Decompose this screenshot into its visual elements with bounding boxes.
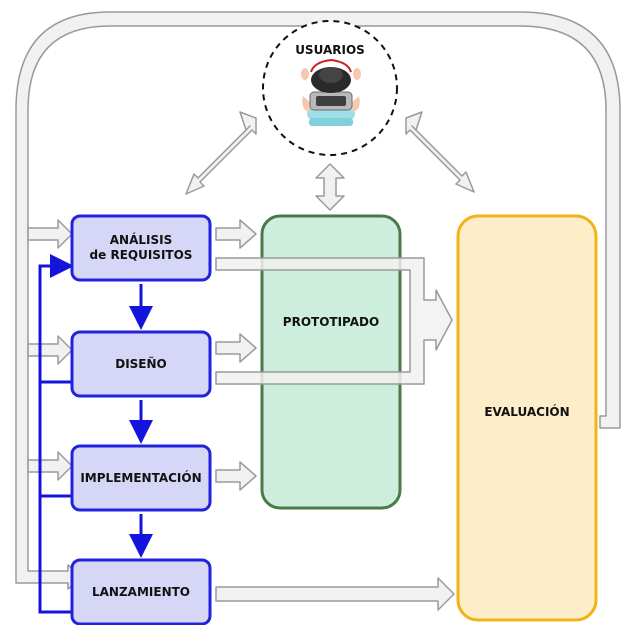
users-label: USUARIOS <box>295 43 365 57</box>
stage-label-analisis-line2: de REQUISITOS <box>90 248 193 262</box>
iteration-return-line <box>38 254 74 614</box>
loop-branch-arrow-implementacion <box>27 451 73 481</box>
users-prototipado-arrow <box>315 163 345 211</box>
stage-label-implementacion: IMPLEMENTACIÓN <box>80 470 201 485</box>
stage-box-lanzamiento <box>70 558 212 625</box>
evaluacion-label: EVALUACIÓN <box>484 404 569 419</box>
prototipado-box <box>260 214 402 510</box>
lanzamiento-evaluacion-arrow <box>215 577 455 611</box>
evaluacion-box <box>456 214 598 622</box>
user-at-computer-icon <box>301 58 361 126</box>
diseno-prototipado-arrow <box>215 333 257 363</box>
implementacion-prototipado-arrow <box>215 461 257 491</box>
stage-label-analisis-line1: ANÁLISIS <box>110 232 172 247</box>
stage-box-analisis <box>70 214 212 282</box>
loop-branch-arrow-diseno <box>27 335 73 365</box>
analisis-prototipado-arrow <box>215 219 257 249</box>
stage-box-diseno <box>70 330 212 398</box>
stage-box-implementacion <box>70 444 212 512</box>
loop-branch-arrow-analisis <box>27 219 73 249</box>
stage-label-lanzamiento: LANZAMIENTO <box>92 585 190 599</box>
merge-arrow-to-evaluacion <box>215 257 453 385</box>
users-analisis-arrow <box>185 111 257 195</box>
users-evaluacion-arrow <box>405 111 475 193</box>
prototipado-label: PROTOTIPADO <box>283 315 379 329</box>
stage-label-diseno: DISEÑO <box>115 356 167 371</box>
